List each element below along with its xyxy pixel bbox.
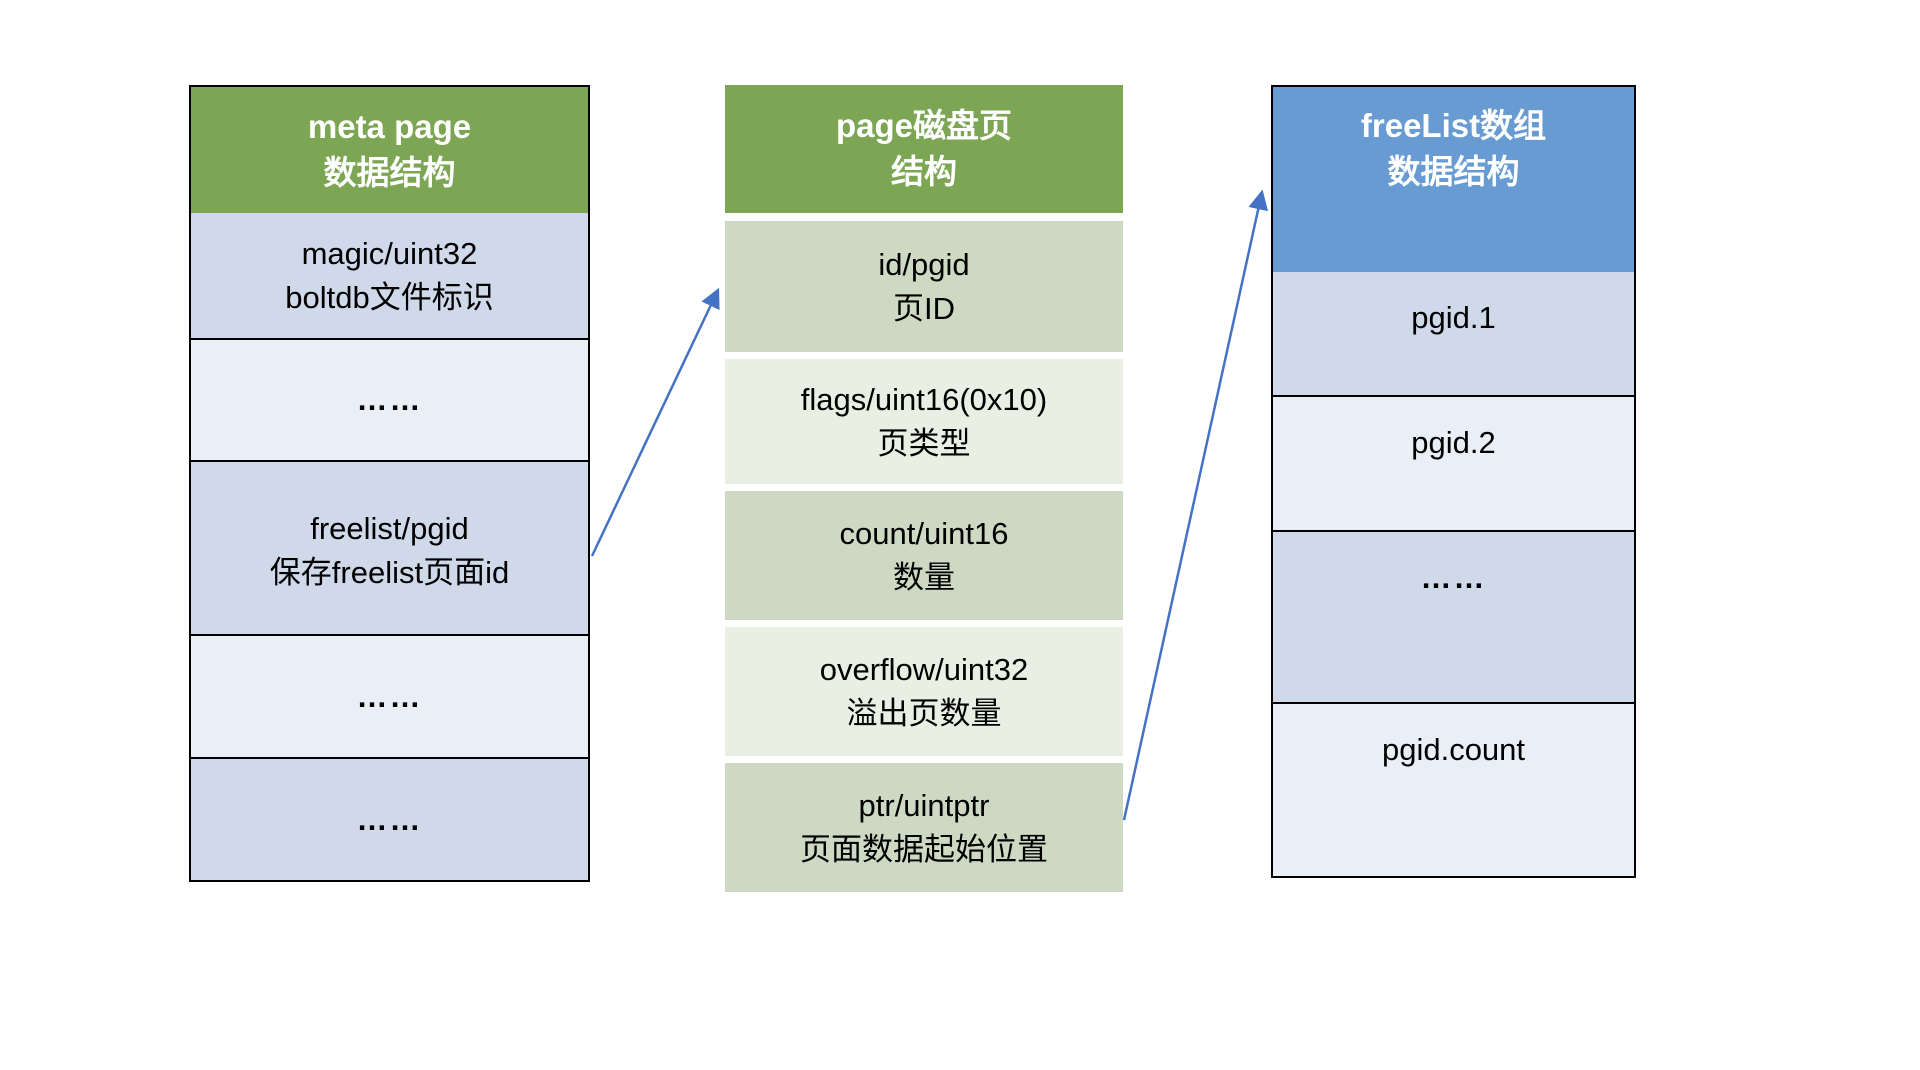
page-disk-title-line2: 结构 — [891, 153, 957, 190]
ellipsis-text: …… — [356, 382, 423, 417]
page-disk-header: page磁盘页 结构 — [725, 85, 1123, 213]
page-disk-table: page磁盘页 结构 id/pgid 页ID flags/uint16(0x10… — [725, 85, 1123, 892]
meta-row-ellipsis-2: …… — [191, 634, 588, 757]
meta-row-ellipsis-1: …… — [191, 338, 588, 460]
freelist-array-title-line1: freeList数组 — [1360, 107, 1547, 144]
freelist-row-pgid1-text: pgid.1 — [1411, 300, 1496, 335]
page-row-overflow-desc: 溢出页数量 — [846, 695, 1002, 731]
freelist-row-pgid-count-text: pgid.count — [1381, 732, 1526, 767]
page-row-id-field: id/pgid — [878, 246, 970, 282]
meta-row-magic-desc: boltdb文件标识 — [285, 279, 494, 315]
page-row-ptr-field: ptr/uintptr — [858, 787, 990, 823]
meta-row-magic: magic/uint32 boltdb文件标识 — [191, 213, 588, 338]
page-row-flags: flags/uint16(0x10) 页类型 — [725, 359, 1123, 484]
freelist-array-header: freeList数组 数据结构 — [1273, 87, 1634, 272]
page-row-flags-field: flags/uint16(0x10) — [800, 381, 1048, 417]
freelist-array-table: freeList数组 数据结构 pgid.1 pgid.2 …… pgid.co… — [1271, 85, 1636, 878]
freelist-row-pgid2-text: pgid.2 — [1411, 425, 1496, 460]
page-row-ptr-desc: 页面数据起始位置 — [800, 831, 1048, 867]
page-row-id-desc: 页ID — [893, 290, 955, 326]
page-row-count-desc: 数量 — [893, 559, 955, 595]
ellipsis-text: …… — [356, 801, 423, 837]
freelist-row-pgid2: pgid.2 — [1273, 395, 1634, 530]
ellipsis-text: …… — [1420, 560, 1487, 595]
page-row-overflow-field: overflow/uint32 — [819, 651, 1029, 687]
page-row-ptr: ptr/uintptr 页面数据起始位置 — [725, 763, 1123, 892]
meta-page-title-line2: 数据结构 — [323, 154, 456, 191]
freelist-row-ellipsis: …… — [1273, 530, 1634, 702]
meta-page-table: meta page 数据结构 magic/uint32 boltdb文件标识 …… — [189, 85, 590, 882]
freelist-row-pgid-count: pgid.count — [1273, 702, 1634, 876]
freelist-array-title-line2: 数据结构 — [1387, 153, 1520, 190]
ellipsis-text: …… — [356, 678, 423, 714]
meta-row-freelist-field: freelist/pgid — [310, 511, 469, 546]
page-row-id: id/pgid 页ID — [725, 221, 1123, 352]
meta-page-header: meta page 数据结构 — [191, 87, 588, 213]
meta-row-magic-field: magic/uint32 — [301, 235, 478, 271]
page-row-flags-desc: 页类型 — [877, 425, 971, 461]
meta-row-freelist: freelist/pgid 保存freelist页面id — [191, 460, 588, 634]
meta-row-freelist-desc: 保存freelist页面id — [269, 555, 510, 590]
arrow-freelist-to-page-icon — [590, 287, 720, 557]
page-disk-title-line1: page磁盘页 — [835, 107, 1013, 144]
freelist-row-pgid1: pgid.1 — [1273, 272, 1634, 395]
meta-page-title-line1: meta page — [307, 108, 472, 145]
page-row-count-field: count/uint16 — [839, 515, 1009, 551]
arrow-ptr-to-freelist-icon — [1122, 189, 1269, 821]
page-row-overflow: overflow/uint32 溢出页数量 — [725, 627, 1123, 756]
meta-row-ellipsis-3: …… — [191, 757, 588, 880]
page-row-count: count/uint16 数量 — [725, 491, 1123, 620]
